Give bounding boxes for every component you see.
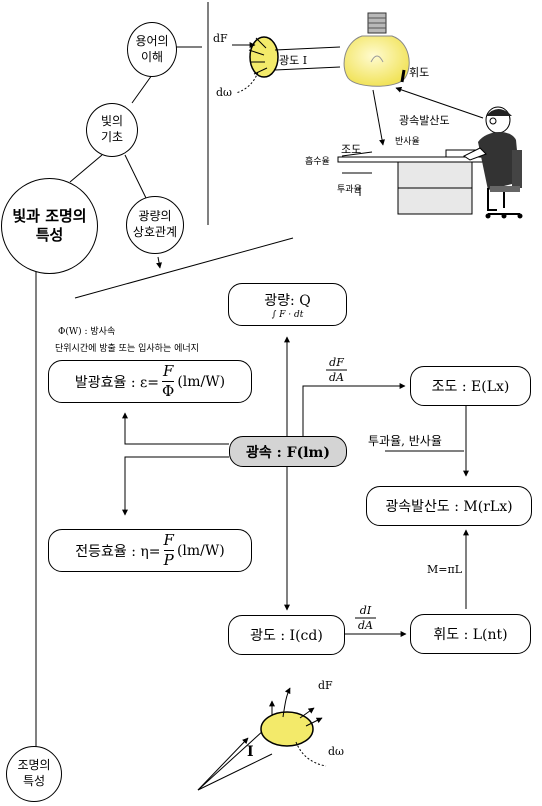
box-luminous-flux: 광속 : F(lm): [229, 436, 347, 467]
yellow-patch-bottom: [260, 711, 314, 747]
box-exitance: 광속발산도 : M(rLx): [366, 486, 532, 526]
bottom-illustration: [197, 687, 327, 791]
node-root: 빛과 조명의 특성: [1, 178, 98, 274]
efficacy-label: 발광효율 : ε=: [74, 374, 159, 391]
efficacy-unit: (lm/W): [177, 373, 226, 390]
box-luminous-efficacy: 발광효율 : ε= F Φ (lm/W): [48, 360, 252, 403]
trans-refl-label: 투과율, 반사율: [368, 434, 442, 448]
intensity-label: 광도 : I(cd): [250, 628, 323, 644]
node-basics: 빛의 기초: [86, 103, 138, 157]
luminance-label: 휘도 : L(nt): [433, 627, 508, 643]
flux-label: 광속 : F(lm): [246, 444, 330, 461]
lamp-eff-numerator: F: [163, 531, 174, 549]
node-lighting: 조명의 특성: [6, 746, 62, 802]
box-intensity: 광도 : I(cd): [228, 615, 345, 655]
diagonal-divider: [74, 237, 294, 299]
dIdA-denominator: dA: [358, 619, 373, 632]
dFdA-denominator: dA: [329, 371, 344, 384]
yellow-patch-top: [249, 36, 279, 78]
lamp-eff-fraction: F P: [163, 531, 174, 569]
person-at-desk: [463, 106, 523, 219]
quantity-label: 광량: Q: [264, 292, 311, 309]
label-domega-top: dω: [216, 86, 233, 99]
quantity-formula: ∫ F · dt: [271, 309, 304, 320]
label-intensity-top: 광도 I: [279, 54, 308, 67]
box-luminance: 휘도 : L(nt): [410, 614, 531, 654]
label-exitance-top: 광속발산도: [399, 114, 450, 127]
illuminance-label: 조도 : E(Lx): [431, 379, 510, 395]
efficacy-numerator: F: [162, 362, 174, 380]
lamp-eff-denominator: P: [163, 551, 174, 569]
label-dF-top: dF: [213, 32, 228, 45]
exitance-label: 광속발산도 : M(rLx): [385, 499, 513, 515]
box-illuminance: 조도 : E(Lx): [410, 366, 531, 406]
arrow-to-flow: [156, 256, 162, 269]
efficacy-denominator: Φ: [162, 382, 175, 400]
lamp-eff-label: 전등효율 : η=: [75, 543, 161, 560]
concept-tree-lines: [35, 46, 202, 748]
efficacy-fraction: F Φ: [162, 362, 175, 400]
dIdA-numerator: dI: [359, 604, 372, 617]
label-absorptance-top: 흡수율: [305, 157, 330, 167]
light-bulb: [343, 12, 410, 87]
box-quantity: 광량: Q ∫ F · dt: [228, 283, 347, 326]
dFdA-numerator: dF: [329, 356, 344, 369]
box-lamp-efficiency: 전등효율 : η= F P (lm/W): [48, 529, 252, 572]
label-domega-bottom: dω: [328, 745, 345, 758]
m-formula: M=πL: [427, 563, 463, 576]
top-illustration: [232, 12, 523, 219]
label-dF-bottom: dF: [318, 679, 333, 692]
label-transmittance-top: 투과율: [337, 185, 362, 195]
label-reflectance-top: 반사율: [395, 137, 420, 147]
label-luminance-top: 휘도: [409, 66, 430, 79]
label-I-bottom: I: [247, 744, 254, 760]
desk: [337, 149, 489, 215]
radiant-flux-label: Φ(W) : 방사속: [58, 327, 116, 337]
radiant-flux-desc: 단위시간에 방출 또는 입사하는 에너지: [55, 344, 199, 354]
label-illuminance-top: 조도: [341, 143, 362, 156]
node-relations: 광량의 상호관계: [126, 196, 184, 254]
flow-arrows: [122, 336, 469, 637]
node-terms: 용어의 이해: [127, 22, 177, 77]
lamp-eff-unit: (lm/W): [176, 542, 225, 559]
